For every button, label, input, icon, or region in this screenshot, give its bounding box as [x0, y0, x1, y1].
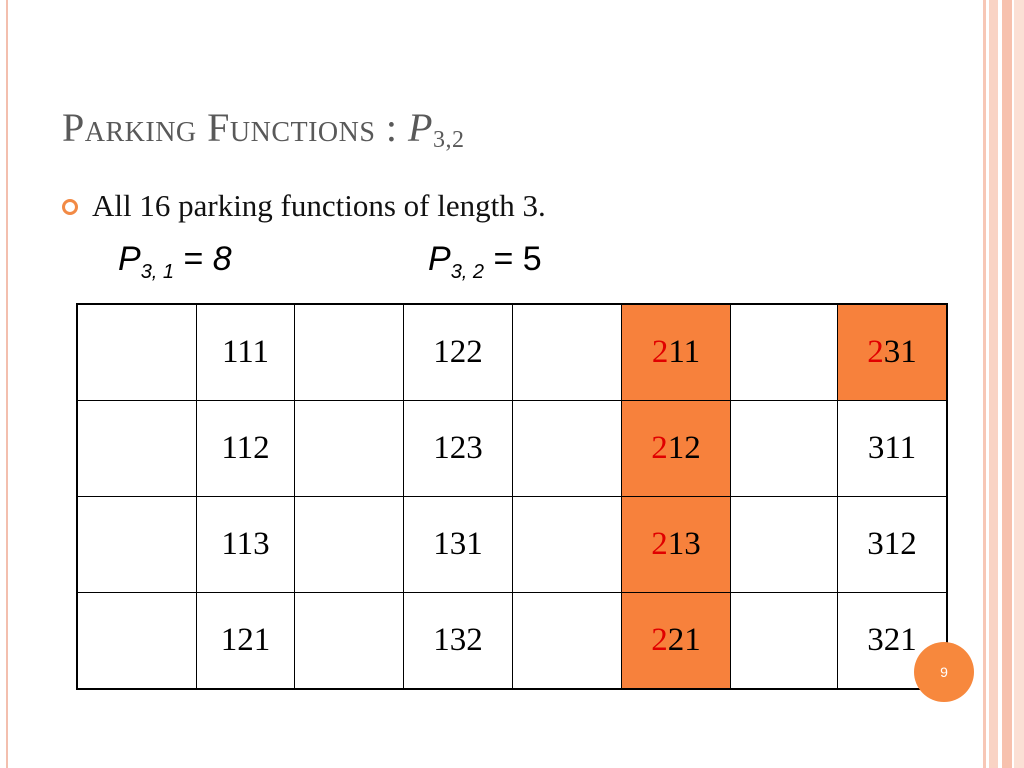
table-cell — [730, 592, 838, 690]
formula-subscript: 3, 2 — [450, 261, 485, 283]
table-cell — [512, 303, 622, 401]
table-cell — [76, 303, 197, 401]
formula-p32: P3, 2 = 5 — [428, 240, 542, 284]
table-cell: 221 — [621, 592, 731, 690]
formula-value: 8 — [212, 240, 232, 278]
circle-bullet-icon — [62, 199, 78, 215]
table-cell — [512, 400, 622, 497]
formula-p31: P3, 1 = 8 — [118, 240, 232, 284]
table-cell — [294, 592, 404, 690]
page-number: 9 — [940, 664, 948, 680]
table-cell — [512, 592, 622, 690]
table-cell — [730, 303, 838, 401]
table-cell: 211 — [621, 303, 731, 401]
table-cell — [294, 496, 404, 593]
left-border-decoration — [0, 0, 8, 768]
table-row: 113 131 213 312 — [76, 496, 948, 593]
table-cell: 132 — [403, 592, 513, 690]
table-row: 111 122 211 231 — [76, 303, 948, 401]
table-cell — [294, 400, 404, 497]
formula-subscript: 3, 1 — [140, 261, 175, 283]
title-text: Parking Functions : — [62, 105, 409, 150]
table-cell — [76, 496, 197, 593]
table-cell: 212 — [621, 400, 731, 497]
title-symbol: P — [408, 105, 433, 150]
slide-title: Parking Functions : P3,2 — [62, 104, 464, 154]
table-cell — [730, 400, 838, 497]
bullet-item: All 16 parking functions of length 3. — [62, 188, 546, 224]
bullet-text: All 16 parking functions of length 3. — [92, 188, 546, 223]
formula-equals: = — [484, 240, 523, 278]
table-cell: 123 — [403, 400, 513, 497]
table-cell: 112 — [196, 400, 295, 497]
table-cell — [512, 496, 622, 593]
table-cell: 131 — [403, 496, 513, 593]
formula-value: 5 — [522, 240, 542, 278]
right-stripe-decoration — [976, 0, 1024, 768]
table-row: 112 123 212 311 — [76, 400, 948, 497]
table-cell: 113 — [196, 496, 295, 593]
table-cell: 213 — [621, 496, 731, 593]
table-cell: 312 — [837, 496, 948, 593]
table-cell — [730, 496, 838, 593]
page-number-badge: 9 — [914, 642, 974, 702]
table-cell: 111 — [196, 303, 295, 401]
table-cell: 121 — [196, 592, 295, 690]
table-cell — [76, 400, 197, 497]
formula-symbol: P — [428, 240, 451, 278]
formula-equals: = — [174, 240, 213, 278]
table-cell: 231 — [837, 303, 948, 401]
table-cell: 311 — [837, 400, 948, 497]
table-cell: 122 — [403, 303, 513, 401]
title-subscript: 3,2 — [432, 127, 465, 153]
table-cell — [76, 592, 197, 690]
table-cell — [294, 303, 404, 401]
formula-symbol: P — [118, 240, 141, 278]
